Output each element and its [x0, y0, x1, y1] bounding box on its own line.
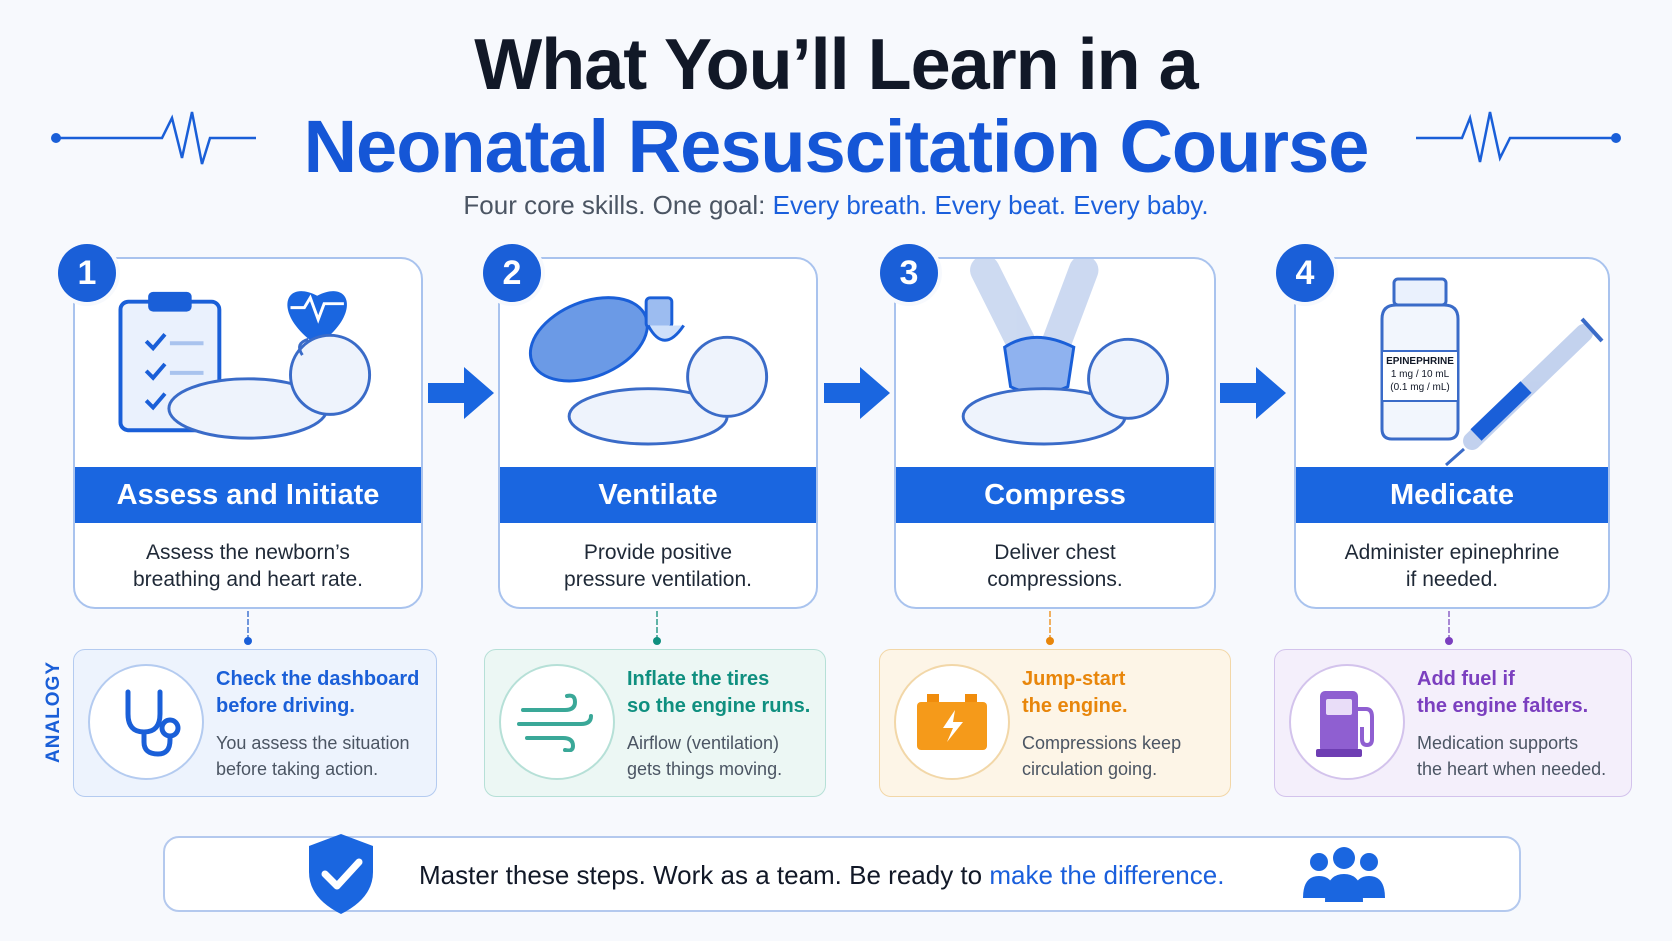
- analogy-heading-line: the engine falters.: [1417, 695, 1589, 717]
- connector-dot: [244, 637, 252, 645]
- step-title: Ventilate: [500, 467, 816, 523]
- analogy-text: Medication supports the heart when neede…: [1417, 730, 1637, 782]
- analogy-heading-line: so the engine runs.: [627, 695, 811, 717]
- vial-label-name: EPINEPHRINE: [1386, 356, 1454, 367]
- arrow-right-icon: [428, 367, 494, 419]
- analogy-card-tires: Inflate the tires so the engine runs. Ai…: [484, 649, 826, 797]
- bag-mask-ventilation-illustration: [528, 296, 769, 446]
- analogy-heading: Inflate the tires so the engine runs.: [627, 666, 847, 720]
- step-number-1: 1: [58, 244, 116, 302]
- analogy-text-line: Airflow (ventilation): [627, 733, 780, 753]
- step-card-assess: Assess and Initiate Assess the newborn’s…: [73, 257, 423, 609]
- analogy-heading-line: Inflate the tires: [627, 668, 770, 690]
- analogy-label: ANALOGY: [43, 661, 64, 763]
- step-desc-line: Provide positive: [583, 541, 733, 564]
- step-desc-line: Administer epinephrine: [1344, 541, 1560, 564]
- epinephrine-illustration: EPINEPHRINE 1 mg / 10 mL (0.1 mg / mL): [1296, 259, 1608, 467]
- connector-dot: [1046, 637, 1054, 645]
- connector-line: [1049, 611, 1053, 641]
- step-desc-line: Assess the newborn’s: [146, 541, 350, 564]
- shield-check-icon: [309, 834, 373, 914]
- team-icon: [1303, 847, 1385, 902]
- step-card-medicate: EPINEPHRINE 1 mg / 10 mL (0.1 mg / mL) M…: [1294, 257, 1610, 609]
- analogy-heading-line: before driving.: [216, 695, 355, 717]
- step-number-3: 3: [880, 244, 938, 302]
- stethoscope-icon: [88, 664, 204, 780]
- heartbeat-line-right-icon: [1416, 111, 1621, 163]
- newborn-assessment-illustration: [118, 291, 372, 440]
- analogy-heading-line: Add fuel if: [1417, 668, 1515, 690]
- analogy-heading-line: Jump-start: [1022, 668, 1126, 690]
- analogy-heading: Add fuel if the engine falters.: [1417, 666, 1637, 720]
- footer-text: Master these steps. Work as a team. Be r…: [419, 860, 1224, 891]
- step-description: Assess the newborn’s breathing and heart…: [75, 539, 421, 593]
- step-description: Provide positive pressure ventilation.: [500, 539, 816, 593]
- analogy-text: Airflow (ventilation) gets things moving…: [627, 730, 847, 782]
- analogy-heading-line: Check the dashboard: [216, 668, 420, 690]
- vial-label: EPINEPHRINE 1 mg / 10 mL (0.1 mg / mL): [1382, 355, 1458, 394]
- analogy-text-line: You assess the situation: [216, 733, 410, 753]
- step-title: Compress: [896, 467, 1214, 523]
- step-desc-line: Deliver chest: [994, 541, 1116, 564]
- analogy-heading: Check the dashboard before driving.: [216, 666, 436, 720]
- analogy-text: You assess the situation before taking a…: [216, 730, 436, 782]
- arrow-right-icon: [1220, 367, 1286, 419]
- heartbeat-line-left-icon: [51, 111, 256, 165]
- analogy-card-dashboard: Check the dashboard before driving. You …: [73, 649, 437, 797]
- vial-label-dose: 1 mg / 10 mL: [1390, 369, 1450, 380]
- step-desc-line: pressure ventilation.: [564, 568, 752, 591]
- analogy-text-line: before taking action.: [216, 759, 379, 779]
- step-card-ventilate: Ventilate Provide positive pressure vent…: [498, 257, 818, 609]
- analogy-text: Compressions keep circulation going.: [1022, 730, 1242, 782]
- step-number-2: 2: [483, 244, 541, 302]
- analogy-card-fuel: Add fuel if the engine falters. Medicati…: [1274, 649, 1632, 797]
- chest-compression-illustration: [961, 259, 1170, 446]
- connector-line: [1448, 611, 1452, 641]
- step-number-4: 4: [1276, 244, 1334, 302]
- analogy-card-jumpstart: Jump-start the engine. Compressions keep…: [879, 649, 1231, 797]
- connector-dot: [653, 637, 661, 645]
- step-desc-line: if needed.: [1405, 568, 1499, 591]
- footer-text-accent: make the difference.: [989, 860, 1225, 890]
- footer-text-plain: Master these steps. Work as a team. Be r…: [419, 860, 983, 890]
- step-desc-line: compressions.: [987, 568, 1123, 591]
- analogy-text-line: Compressions keep: [1022, 733, 1182, 753]
- arrow-right-icon: [824, 367, 890, 419]
- fuel-pump-icon: [1289, 664, 1405, 780]
- subtitle-plain: Four core skills. One goal:: [463, 190, 766, 220]
- step-desc-line: breathing and heart rate.: [133, 568, 363, 591]
- analogy-heading: Jump-start the engine.: [1022, 666, 1242, 720]
- footer-banner: Master these steps. Work as a team. Be r…: [163, 834, 1521, 914]
- connector-line: [247, 611, 251, 641]
- analogy-heading-line: the engine.: [1022, 695, 1128, 717]
- analogy-text-line: circulation going.: [1022, 759, 1158, 779]
- subtitle-accent: Every breath. Every beat. Every baby.: [772, 190, 1209, 220]
- page-title-line1: What You’ll Learn in a: [474, 25, 1198, 105]
- page-title-line2: Neonatal Resuscitation Course: [303, 105, 1370, 188]
- analogy-text-line: gets things moving.: [627, 759, 783, 779]
- step-description: Administer epinephrine if needed.: [1296, 539, 1608, 593]
- battery-icon: [894, 664, 1010, 780]
- analogy-text-line: Medication supports: [1417, 733, 1579, 753]
- connector-line: [656, 611, 660, 641]
- airflow-icon: [499, 664, 615, 780]
- analogy-text-line: the heart when needed.: [1417, 759, 1607, 779]
- subtitle: Four core skills. One goal: Every breath…: [0, 190, 1672, 221]
- step-card-compress: Compress Deliver chest compressions.: [894, 257, 1216, 609]
- step-title: Medicate: [1296, 467, 1608, 523]
- step-title: Assess and Initiate: [75, 467, 421, 523]
- connector-dot: [1445, 637, 1453, 645]
- step-description: Deliver chest compressions.: [896, 539, 1214, 593]
- vial-label-concentration: (0.1 mg / mL): [1390, 382, 1450, 393]
